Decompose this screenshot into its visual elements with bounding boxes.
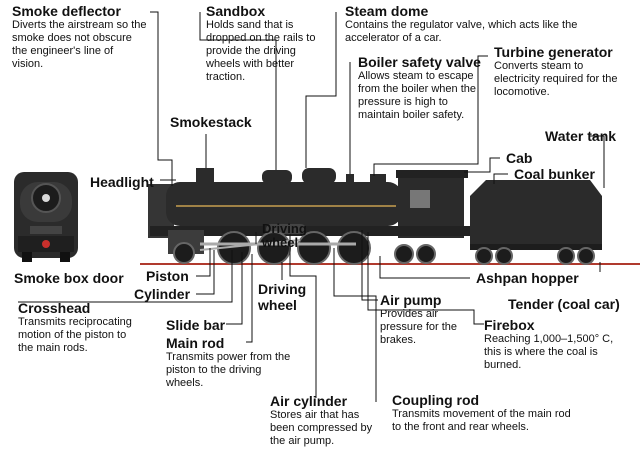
leader-crosshead (18, 250, 233, 303)
label-coal-bunker: Coal bunker (514, 166, 595, 182)
label-water-tank: Water tank (545, 128, 617, 144)
leader-coupling-rod (333, 248, 377, 402)
label-smoke-box-door: Smoke box door (14, 270, 124, 286)
label-air-pump: Air pump Provides air pressure for the b… (380, 292, 476, 347)
label-boiler-safety-valve: Boiler safety valve Allows steam to esca… (358, 54, 481, 122)
label-slide-bar: Slide bar (166, 317, 226, 333)
label-firebox: Firebox Reaching 1,000–1,500° C, this is… (484, 317, 614, 372)
leader-smoke-deflector (150, 11, 173, 186)
label-cylinder: Cylinder (134, 286, 191, 302)
label-smokestack: Smokestack (170, 114, 252, 130)
firebox-desc: Reaching 1,000–1,500° C, this is where t… (484, 333, 614, 371)
air-cylinder-desc: Stores air that has been compressed by t… (270, 409, 373, 447)
turbine-generator-title: Turbine generator (494, 44, 613, 60)
firebox-title: Firebox (484, 317, 535, 333)
label-smoke-deflector: Smoke deflector Diverts the airstream so… (12, 3, 147, 71)
coupling-rod-title: Coupling rod (392, 392, 480, 408)
leader-sandbox (199, 12, 277, 170)
main-rod-desc: Transmits power from the piston to the d… (166, 351, 291, 389)
label-turbine-generator: Turbine generator Converts steam to elec… (494, 44, 629, 99)
sandbox-title: Sandbox (206, 3, 266, 19)
label-piston: Piston (146, 268, 189, 284)
leader-slide-bar (226, 252, 243, 325)
leader-air-cylinder (289, 234, 317, 398)
leader-firebox (367, 232, 484, 325)
steam-dome-desc: Contains the regulator valve, which acts… (345, 19, 578, 44)
coupling-rod-desc: Transmits movement of the main rod to th… (392, 408, 571, 433)
locomotive-front-icon (14, 172, 78, 262)
label-tender: Tender (coal car) (508, 296, 620, 312)
locomotive-side-icon (148, 168, 602, 265)
boiler-safety-valve-title: Boiler safety valve (358, 54, 481, 70)
air-cylinder-title: Air cylinder (270, 393, 348, 409)
leader-ashpan (379, 256, 470, 279)
air-pump-title: Air pump (380, 292, 442, 308)
turbine-generator-desc: Converts steam to electricity required f… (494, 60, 618, 98)
leader-turbine (373, 55, 488, 176)
leader-piston (196, 248, 211, 277)
leader-steam-dome (305, 12, 337, 168)
sandbox-desc: Holds sand that is dropped on the rails … (206, 19, 316, 83)
leader-coal-bunker (493, 173, 508, 184)
leader-main-rod (246, 254, 253, 343)
label-sandbox: Sandbox Holds sand that is dropped on th… (206, 3, 328, 84)
main-rod-title: Main rod (166, 335, 225, 351)
label-air-cylinder: Air cylinder Stores air that has been co… (270, 393, 380, 448)
steam-dome-title: Steam dome (345, 3, 429, 19)
smoke-deflector-desc: Diverts the airstream so the smoke does … (12, 19, 147, 70)
label-coupling-rod: Coupling rod Transmits movement of the m… (392, 392, 578, 434)
air-pump-desc: Provides air pressure for the brakes. (380, 308, 458, 346)
label-steam-dome: Steam dome Contains the regulator valve,… (345, 3, 630, 45)
crosshead-desc: Transmits reciprocating motion of the pi… (18, 316, 132, 354)
crosshead-title: Crosshead (18, 300, 91, 316)
label-driving-wheel-top: Driving wheel (262, 221, 307, 250)
boiler-safety-valve-desc: Allows steam to escape from the boiler w… (358, 70, 477, 121)
label-cab: Cab (506, 150, 533, 166)
leader-cylinder (196, 250, 215, 295)
label-ashpan-hopper: Ashpan hopper (476, 270, 579, 286)
leader-water-tank (590, 135, 605, 188)
label-driving-wheel: Driving wheel (258, 281, 307, 313)
leader-cab (464, 157, 500, 173)
label-headlight: Headlight (90, 174, 154, 190)
smoke-deflector-title: Smoke deflector (12, 3, 121, 19)
label-crosshead: Crosshead Transmits reciprocating motion… (18, 300, 136, 355)
label-main-rod: Main rod Transmits power from the piston… (166, 335, 292, 390)
leader-air-pump (361, 230, 378, 301)
